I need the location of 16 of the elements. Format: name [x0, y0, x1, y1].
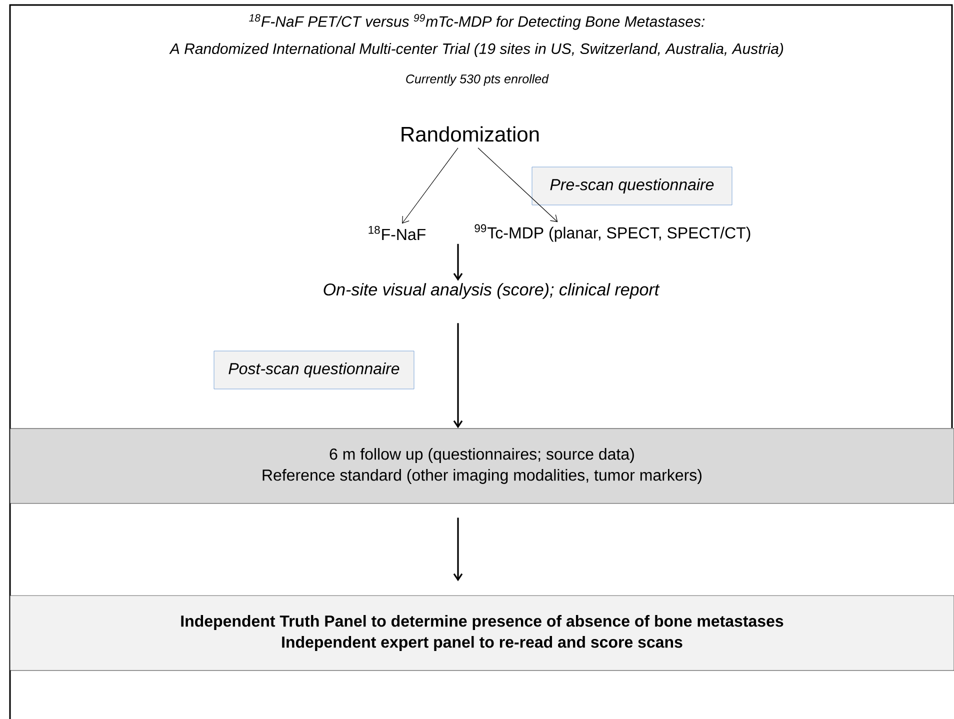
stage-band: 6 m follow up (questionnaires; source data) Reference standard (other imaging modalities, tumor markers): [10, 428, 954, 504]
tracer-label: $^{18}$F-NaF: [368, 226, 426, 240]
step-text: On-site visual analysis (score); clinical report: [324, 283, 660, 299]
questionnaire-box: Pre-scan questionnaire: [532, 166, 732, 206]
subtitle: A Randomized International Multi-center Trial (19 sites in US, Switzerland, Australia, Austria): [169, 43, 784, 57]
arrow: [402, 148, 458, 224]
arrow: [453, 244, 463, 281]
title: $^{18}$F-NaF PET/CT versus $^{99}$mTc-MDP for Detecting Bone Metastases:: [249, 14, 705, 30]
arrow: [453, 518, 463, 582]
tracer-label: $^{99}$Tc-MDP (planar, SPECT, SPECT/CT): [474, 224, 750, 242]
note: Currently 530 pts enrolled: [406, 74, 549, 86]
arrow: [453, 323, 463, 428]
questionnaire-box: Post-scan questionnaire: [214, 350, 414, 390]
stage-band: Independent Truth Panel to determine presence of absence of bone metastases Independent expert panel to re-read and score scans: [10, 595, 954, 671]
step-text: Randomization: [402, 126, 539, 142]
arrow: [478, 148, 558, 222]
